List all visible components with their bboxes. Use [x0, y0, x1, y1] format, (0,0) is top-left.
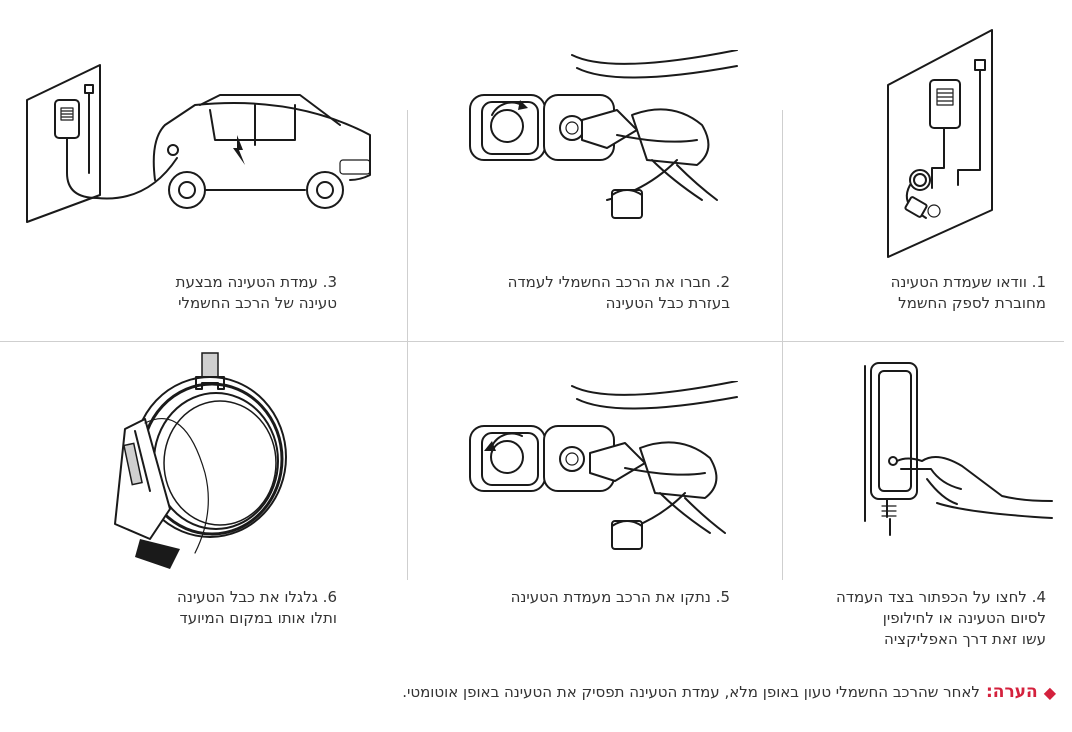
step-4-line-1: 4. לחצו על הכפתור בצד העמדה	[835, 588, 1046, 606]
plug-into-car-port-icon	[469, 50, 738, 219]
coiled-cable-hanging-icon	[114, 352, 287, 569]
step-1-caption: 1. וודאו שעמדת הטעינה מחוברת לספק החשמל	[891, 272, 1046, 314]
step-2: 2. חברו את הרכב החשמלי לעמדה בעזרת כבל ה…	[407, 0, 782, 341]
step-2-caption: 2. חברו את הרכב החשמלי לעמדה בעזרת כבל ה…	[508, 272, 730, 314]
wall-charger-plugged-icon	[887, 29, 993, 258]
note-row: ◆ הערה: לאחר שהרכב החשמלי טעון באופן מלא…	[402, 682, 1056, 702]
step-5-caption: 5. נתקו את הרכב מעמדת הטעינה	[511, 587, 730, 608]
step-3-line-2: טעינה של הרכב החשמלי	[178, 294, 337, 312]
diamond-bullet-icon: ◆	[1043, 682, 1056, 702]
step-3: 3. עמדת הטעינה מבצעת טעינה של הרכב החשמל…	[0, 0, 407, 341]
step-6: 6. גלגלו את כבל הטעינה ותלו אותו במקום ה…	[0, 341, 407, 661]
step-4-line-2: לסיום הטעינה או לחילופין	[882, 609, 1046, 627]
step-6-line-1: 6. גלגלו את כבל הטעינה	[177, 588, 337, 606]
step-1: 1. וודאו שעמדת הטעינה מחוברת לספק החשמל	[782, 0, 1072, 341]
step-5-line-1: 5. נתקו את הרכב מעמדת הטעינה	[510, 588, 730, 606]
note-label: הערה:	[985, 682, 1038, 702]
note-text: לאחר שהרכב החשמלי טעון באופן מלא, עמדת ה…	[402, 683, 980, 701]
step-4-line-3: עשו זאת דרך האפליקציה	[884, 630, 1046, 648]
step-5: 5. נתקו את הרכב מעמדת הטעינה	[407, 341, 782, 661]
step-3-caption: 3. עמדת הטעינה מבצעת טעינה של הרכב החשמל…	[176, 272, 337, 314]
press-charger-button-icon	[864, 362, 1053, 536]
step-6-line-2: ותלו אותו במקום המיועד	[179, 609, 337, 627]
step-3-line-1: 3. עמדת הטעינה מבצעת	[175, 273, 337, 291]
step-6-caption: 6. גלגלו את כבל הטעינה ותלו אותו במקום ה…	[177, 587, 337, 629]
step-1-line-2: מחוברת לספק החשמל	[898, 294, 1046, 312]
grid-divider-v1	[407, 110, 408, 580]
grid-divider-h	[0, 341, 1064, 342]
step-2-line-2: בעזרת כבל הטעינה	[605, 294, 730, 312]
step-2-line-1: 2. חברו את הרכב החשמלי לעמדה	[507, 273, 730, 291]
step-1-line-1: 1. וודאו שעמדת הטעינה	[890, 273, 1046, 291]
unplug-from-car-port-icon	[469, 381, 738, 550]
car-charging-icon	[26, 64, 371, 223]
step-4: 4. לחצו על הכפתור בצד העמדה לסיום הטעינה…	[782, 341, 1072, 661]
grid-divider-v2	[782, 110, 783, 580]
step-4-caption: 4. לחצו על הכפתור בצד העמדה לסיום הטעינה…	[836, 587, 1046, 650]
